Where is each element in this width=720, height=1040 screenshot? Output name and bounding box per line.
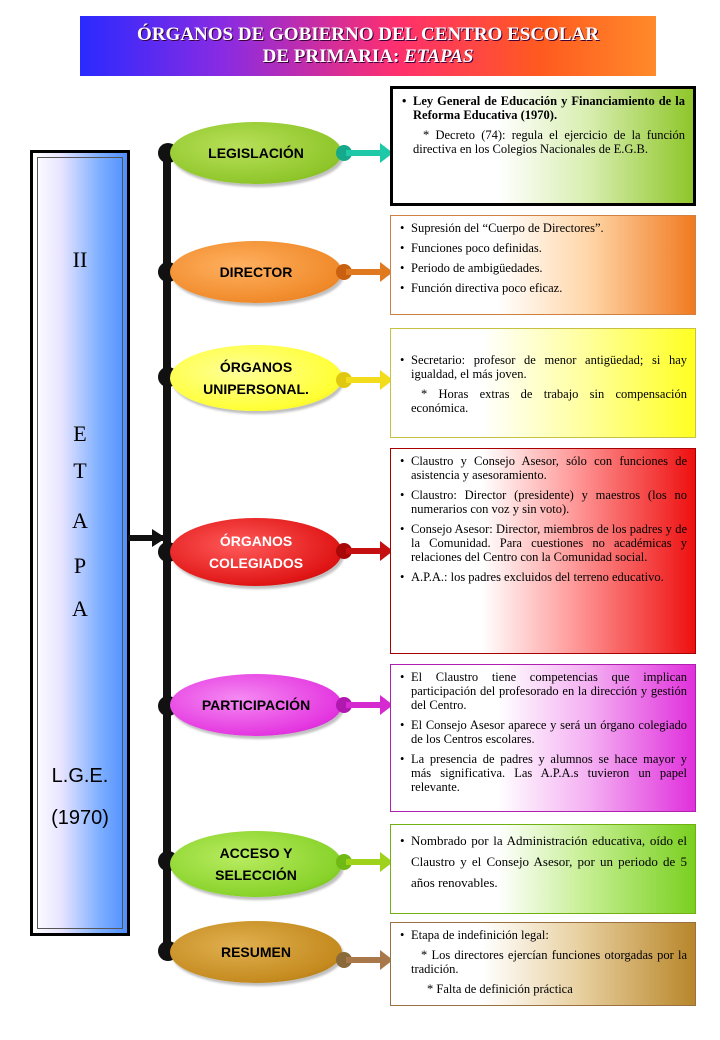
oval-label: ÓRGANOS UNIPERSONAL. [203,356,309,400]
info-item: * Los directores ejercían funciones otor… [411,948,687,976]
info-item: Claustro: Director (presidente) y maestr… [400,488,687,516]
oval-acceso-seleccion: ACCESO Y SELECCIÓN [170,831,342,897]
info-item: La presencia de padres y alumnos se hace… [400,752,687,794]
oval-label: DIRECTOR [219,264,293,280]
info-item: * Falta de definición práctica [427,982,573,996]
arrow-icon [346,541,393,561]
info-item: El Consejo Asesor aparece y será un órga… [400,718,687,746]
oval-label: ÓRGANOS COLEGIADOS [209,530,303,574]
oval-label-line1: ÓRGANOS [219,533,293,549]
info-box-participacion: El Claustro tiene competencias que impli… [390,664,696,812]
info-item: Función directiva poco eficaz. [400,281,687,295]
info-item: Nombrado por la Administración educativa… [400,830,687,893]
info-box-organos-unipersonales: Secretario: profesor de menor antigüedad… [390,328,696,438]
info-item: El Claustro tiene competencias que impli… [400,670,687,712]
connector-knob [336,145,352,161]
oval-organos-colegiados: ÓRGANOS COLEGIADOS [170,518,342,586]
info-box-organos-colegiados: Claustro y Consejo Asesor, sólo con func… [390,448,696,654]
arrow-icon [346,695,393,715]
arrow-icon [346,143,393,163]
connector-knob [336,264,352,280]
oval-director: DIRECTOR [170,241,342,303]
info-item: Secretario: profesor de menor antigüedad… [400,353,687,381]
arrow-icon [346,262,393,282]
info-item: Consejo Asesor: Director, miembros de lo… [400,522,687,564]
arrow-icon [346,852,393,872]
etapa-inner-frame [37,157,123,929]
oval-label-line2: SELECCIÓN [215,867,297,883]
oval-label-line1: ACCESO Y [219,845,293,861]
etapa-letter-p: P [73,553,87,578]
info-item: Ley General de Educación y Financiamient… [402,94,685,122]
oval-label-line2: UNIPERSONAL. [203,381,309,397]
oval-resumen: RESUMEN [170,921,342,983]
connector-knob [336,854,352,870]
info-item: Claustro y Consejo Asesor, sólo con func… [400,454,687,482]
etapa-letter-a2: A [72,596,88,621]
title-line2: DE PRIMARIA: ETAPAS [80,46,656,68]
etapa-law: L.G.E. [51,765,109,787]
oval-label-line2: COLEGIADOS [208,555,304,571]
etapa-roman: II [72,247,88,272]
connector-knob [336,697,352,713]
info-item: Funciones poco definidas. [400,241,687,255]
connector-knob [336,372,352,388]
info-item: * Decreto (74): regula el ejercicio de l… [413,128,685,156]
etapa-box: II E T A P A L.G.E. (1970) [30,150,130,936]
stage-connector [128,535,164,541]
info-item: Supresión del “Cuerpo de Directores”. [400,221,687,235]
arrow-icon [346,370,393,390]
arrow-icon [346,950,393,970]
oval-organos-unipersonales: ÓRGANOS UNIPERSONAL. [170,345,342,411]
info-box-legislacion: Ley General de Educación y Financiamient… [390,86,696,206]
info-item: Etapa de indefinición legal: [400,928,687,942]
oval-legislacion: LEGISLACIÓN [170,122,342,184]
info-item: * Horas extras de trabajo sin compensaci… [411,387,687,415]
info-box-director: Supresión del “Cuerpo de Directores”. Fu… [390,215,696,315]
oval-label: PARTICIPACIÓN [201,697,311,713]
etapa-letter-a: A [72,508,88,533]
title-line2-prefix: DE PRIMARIA: [262,46,405,67]
connector-knob [336,952,352,968]
etapa-year: (1970) [51,807,109,829]
info-box-acceso-seleccion: Nombrado por la Administración educativa… [390,824,696,914]
etapa-letter-t: T [73,458,87,483]
page-title: ÓRGANOS DE GOBIERNO DEL CENTRO ESCOLAR D… [80,16,656,76]
oval-label: ACCESO Y SELECCIÓN [215,842,297,886]
info-item: Periodo de ambigüedades. [400,261,687,275]
title-line2-emphasis: ETAPAS [404,46,474,67]
info-box-resumen: Etapa de indefinición legal: * Los direc… [390,922,696,1006]
etapa-letter-e: E [73,421,87,446]
oval-label-line1: ÓRGANOS [219,359,293,375]
connector-knob [336,543,352,559]
oval-participacion: PARTICIPACIÓN [170,674,342,736]
oval-label: LEGISLACIÓN [208,145,304,161]
oval-label: RESUMEN [220,944,291,960]
info-item: A.P.A.: los padres excluidos del terreno… [400,570,687,584]
title-line1: ÓRGANOS DE GOBIERNO DEL CENTRO ESCOLAR [137,24,599,45]
